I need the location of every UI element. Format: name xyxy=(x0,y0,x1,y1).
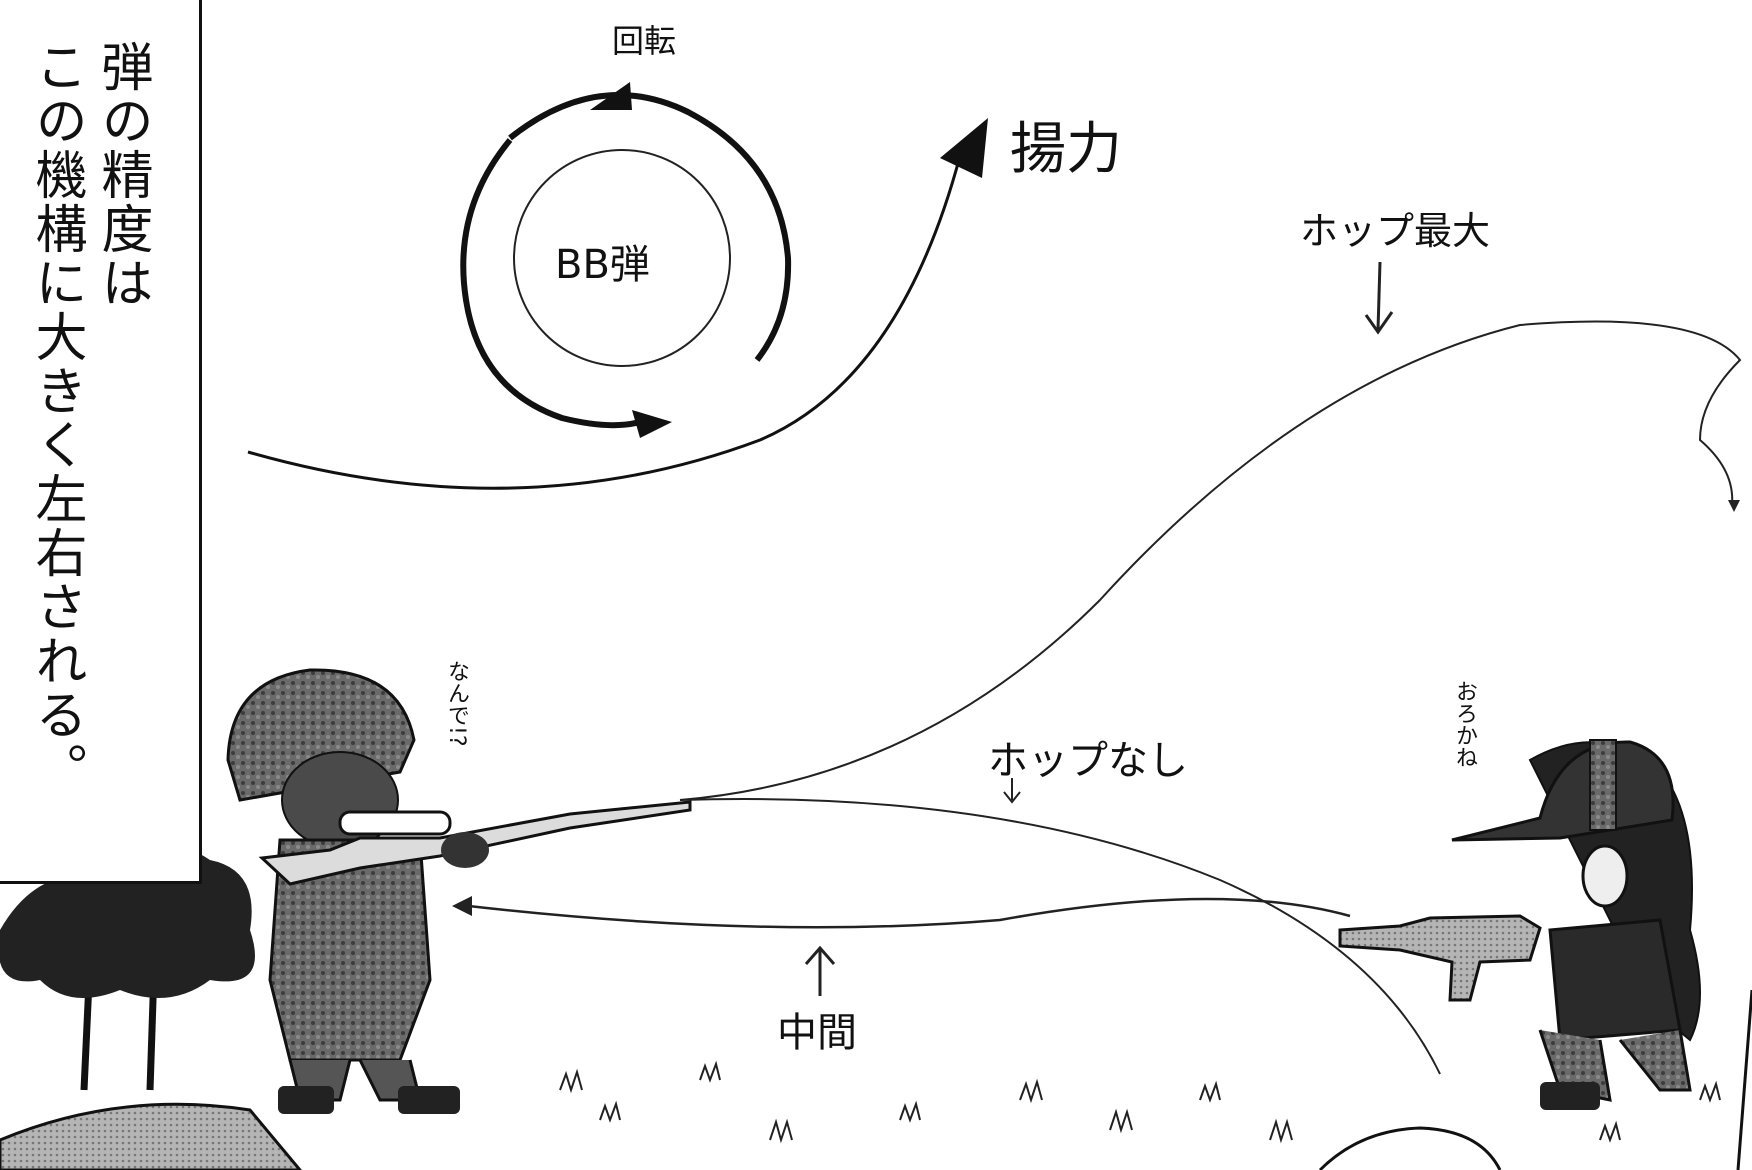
rotation-arc-top xyxy=(508,92,792,362)
sniper-hands xyxy=(441,832,489,868)
sniper-remark: なんで!? xyxy=(444,660,469,747)
rifle-body xyxy=(1548,918,1682,1042)
narration-text-2: この機構に大きく左右される。 xyxy=(26,40,86,796)
right-boot xyxy=(398,1086,460,1114)
rifle-character xyxy=(1338,739,1701,1110)
trajectory-middle xyxy=(459,897,1351,929)
rotation-arrowhead-bottom xyxy=(632,410,672,438)
middle-arrowhead xyxy=(452,896,472,916)
hop-max-pointer-head xyxy=(1364,311,1394,335)
right-edge-line xyxy=(1736,989,1752,1170)
ground-grass xyxy=(559,1060,1721,1144)
trajectory-hop-max xyxy=(679,320,1742,801)
rotation-arc-bottom xyxy=(460,138,641,429)
middle-pointer xyxy=(804,945,836,996)
rifle-boot xyxy=(1540,1082,1600,1110)
lift-arrowhead xyxy=(940,118,988,178)
bb-pellet-diagram xyxy=(247,82,988,490)
narration-text-1: 弾の精度は xyxy=(92,40,152,310)
ear-protector xyxy=(1581,844,1629,908)
rotation-label: 回転 xyxy=(612,22,677,60)
trajectory-hop-none xyxy=(679,798,1441,1075)
hop-none-pointer xyxy=(1003,778,1021,804)
camo-strap xyxy=(1589,739,1617,831)
assault-rifle xyxy=(1338,914,1542,1002)
hop-max-label: ホップ最大 xyxy=(1300,209,1491,253)
rifle-scope xyxy=(338,810,452,836)
hop-none-label: ホップなし xyxy=(988,738,1188,784)
bottom-speech-bubble xyxy=(1318,1126,1502,1170)
left-boot xyxy=(278,1086,334,1114)
trajectory-lines xyxy=(452,261,1742,1075)
cap xyxy=(1451,740,1675,842)
lift-label: 揚力 xyxy=(1010,117,1122,182)
narration-box: 弾の精度は この機構に大きく左右される。 xyxy=(0,0,202,884)
rotation-arrowhead-top xyxy=(590,82,632,110)
bb-pellet-circle xyxy=(513,149,731,367)
airflow-curve xyxy=(247,155,962,490)
sniper-character xyxy=(226,668,692,1114)
hop-max-end-arrow xyxy=(1728,500,1740,512)
rifle-remark: おろかね xyxy=(1452,680,1477,768)
bottom-left-shape xyxy=(0,1102,302,1170)
middle-label: 中間 xyxy=(777,1010,857,1056)
bb-pellet-label: BB弾 xyxy=(555,242,650,288)
hop-max-pointer xyxy=(1376,261,1382,331)
